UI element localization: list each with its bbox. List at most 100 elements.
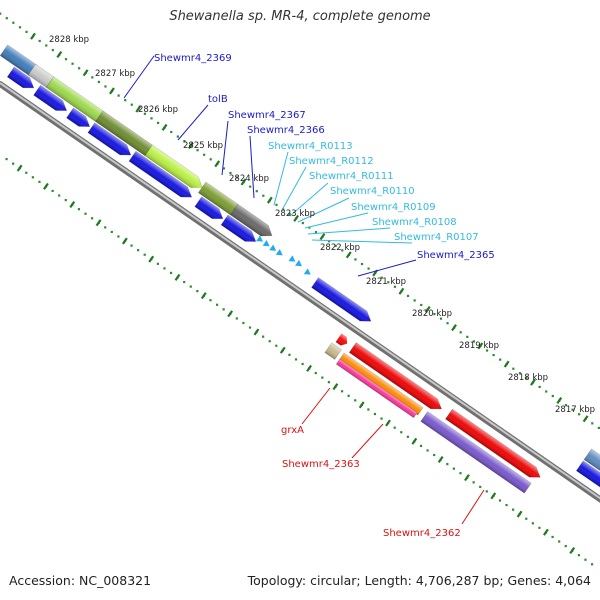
tick-dot [472, 340, 475, 343]
gene-feature [128, 150, 193, 198]
gene-label-tolb[interactable]: tolB [208, 94, 228, 105]
tick-dot [242, 321, 245, 325]
label-leader-line [297, 197, 350, 223]
tick-dot [387, 281, 390, 284]
gene-label-shewmr4-2365[interactable]: Shewmr4_2365 [417, 250, 495, 261]
tick-dot [485, 349, 489, 352]
tick-mark [69, 201, 76, 209]
tick-dot [169, 271, 173, 275]
map-title: Shewanella sp. MR-4, complete genome [169, 9, 431, 24]
gene-feature [420, 411, 532, 494]
tick-dot [275, 344, 278, 347]
label-leader-line [281, 166, 307, 211]
label-leader-line [273, 151, 289, 206]
tick-dot [380, 417, 383, 420]
tick-dot [328, 240, 331, 243]
tick-dot [538, 526, 541, 529]
tick-dot [281, 208, 285, 211]
trna-feature-body [275, 249, 283, 256]
tick-mark [345, 251, 352, 259]
tick-dot [347, 394, 350, 397]
tick-dot [584, 558, 587, 561]
label-leader-line [357, 259, 417, 277]
label-leader-line [461, 489, 485, 525]
tick-dot [196, 290, 199, 293]
tick-dot [499, 358, 502, 361]
tick-dot [327, 381, 331, 384]
tick-dot [288, 353, 291, 356]
tick-dot [143, 112, 147, 115]
tick-dot [189, 285, 192, 288]
tick-dot [156, 262, 159, 265]
tick-dot [117, 94, 120, 97]
gene-label-shewmr4-r0107[interactable]: Shewmr4_R0107 [394, 232, 479, 243]
tick-dot [248, 326, 252, 329]
tick-dot [58, 194, 61, 197]
gene-feature-sheen [336, 359, 418, 418]
tick-dot [203, 153, 206, 156]
tick-dot [51, 48, 54, 52]
tick-mark [319, 233, 326, 241]
gene-feature [311, 277, 372, 322]
tick-dot [512, 367, 515, 370]
tick-dot [525, 376, 528, 379]
tick-dot [209, 299, 212, 302]
gene-label-shewmr4-r0109[interactable]: Shewmr4_R0109 [351, 202, 436, 213]
gene-feature [194, 196, 224, 220]
gene-feature-sheen [311, 277, 371, 322]
tick-dot [104, 85, 107, 88]
gene-label-grxa[interactable]: grxA [281, 425, 304, 436]
tick-mark [490, 492, 497, 500]
tick-dot [485, 490, 488, 493]
label-leader-line [301, 387, 331, 425]
tick-dot [222, 308, 225, 311]
tick-dot [590, 563, 594, 566]
tick-dot [183, 140, 186, 143]
gene-label-shewmr4-2366[interactable]: Shewmr4_2366 [247, 125, 325, 136]
tick-dot [5, 158, 8, 161]
tick-mark [385, 419, 391, 427]
label-leader-line [249, 135, 255, 199]
gene-feature-sheen [198, 182, 238, 215]
gene-feature-sheen [324, 342, 342, 360]
gene-label-shewmr4-r0112[interactable]: Shewmr4_R0112 [289, 156, 374, 167]
tick-dot [419, 444, 423, 448]
gene-label-shewmr4-2363[interactable]: Shewmr4_2363 [282, 459, 360, 470]
gene-label-shewmr4-r0111[interactable]: Shewmr4_R0111 [309, 171, 394, 182]
tick-mark [95, 219, 102, 227]
trna-feature-body [303, 268, 311, 275]
topology-text: Topology: circular; Length: 4,706,287 bp… [247, 573, 591, 588]
gene-feature [348, 342, 442, 410]
tick-dot [12, 21, 15, 24]
gene-feature [0, 44, 38, 77]
gene-feature [575, 460, 600, 509]
gene-label-shewmr4-2367[interactable]: Shewmr4_2367 [228, 110, 306, 121]
tick-mark [279, 346, 286, 354]
gene-label-shewmr4-2362[interactable]: Shewmr4_2362 [383, 528, 461, 539]
gene-label-shewmr4-2369[interactable]: Shewmr4_2369 [154, 53, 232, 64]
gene-label-shewmr4-r0108[interactable]: Shewmr4_R0108 [372, 217, 457, 228]
tick-dot [45, 44, 48, 47]
label-leader-line [304, 212, 369, 229]
gene-label-shewmr4-r0110[interactable]: Shewmr4_R0110 [330, 186, 415, 197]
tick-dot [235, 317, 238, 320]
tick-dot [373, 412, 377, 416]
label-leader-line [307, 227, 391, 235]
gene-feature [87, 122, 132, 156]
tick-dot [558, 540, 561, 543]
gene-feature-sheen [0, 44, 38, 77]
tick-dot [492, 353, 495, 357]
tick-label: 2826 kbp [138, 105, 178, 115]
tick-label: 2821 kbp [366, 277, 406, 287]
trna-feature-body [256, 235, 264, 242]
gene-label-shewmr4-r0113[interactable]: Shewmr4_R0113 [268, 141, 353, 152]
tick-dot [420, 303, 423, 307]
tick-dot [413, 299, 416, 302]
tick-dot [104, 226, 107, 229]
tick-dot [551, 535, 554, 539]
gene-feature-sheen [221, 214, 256, 242]
tick-dot [5, 17, 8, 20]
tick-dot [459, 331, 462, 334]
tick-label: 2820 kbp [412, 309, 452, 319]
tick-dot [163, 267, 166, 270]
